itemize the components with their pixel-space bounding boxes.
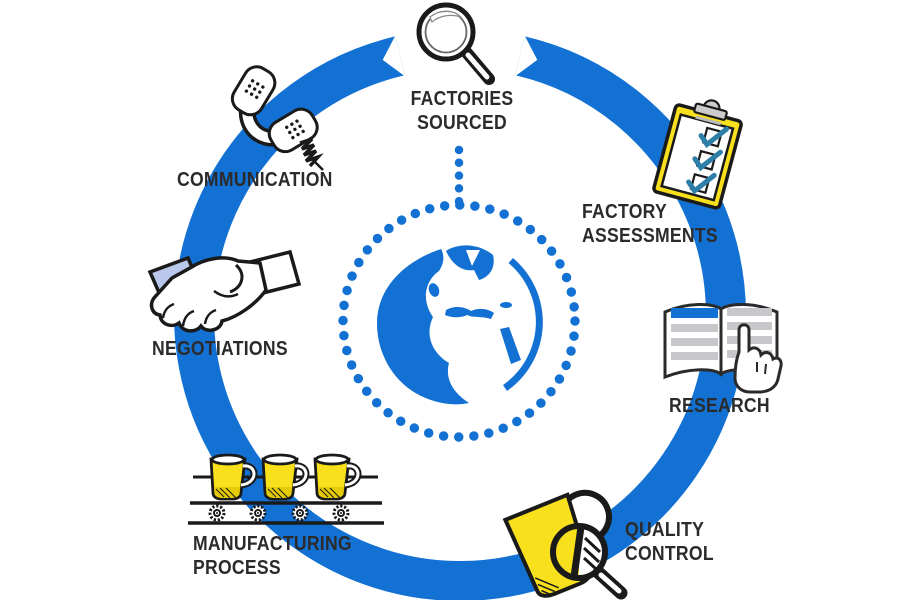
conveyor-mugs-icon xyxy=(188,455,384,525)
label-factory-assessments: FACTORY ASSESSMENTS xyxy=(582,201,718,247)
circle-band xyxy=(174,35,746,600)
open-book-icon xyxy=(663,303,783,394)
label-manufacturing-process: MANUFACTURING PROCESS xyxy=(193,533,352,579)
label-negotiations: NEGOTIATIONS xyxy=(152,338,288,360)
pointer-hand-icon xyxy=(733,323,783,394)
mug-magnifier-icon xyxy=(502,489,628,600)
globe-icon xyxy=(377,245,543,405)
clipboard-icon xyxy=(652,99,743,210)
label-quality-control: QUALITY CONTROL xyxy=(625,519,714,565)
label-communication: COMMUNICATION xyxy=(177,169,333,191)
dotted-ring xyxy=(338,200,580,442)
label-research: RESEARCH xyxy=(669,395,770,417)
phone-cord-icon xyxy=(299,137,324,171)
handshake-icon xyxy=(147,249,302,333)
magnifier-icon xyxy=(416,2,495,85)
phone-icon xyxy=(230,65,324,171)
label-factories-sourced: FACTORIES SOURCED xyxy=(410,88,514,134)
